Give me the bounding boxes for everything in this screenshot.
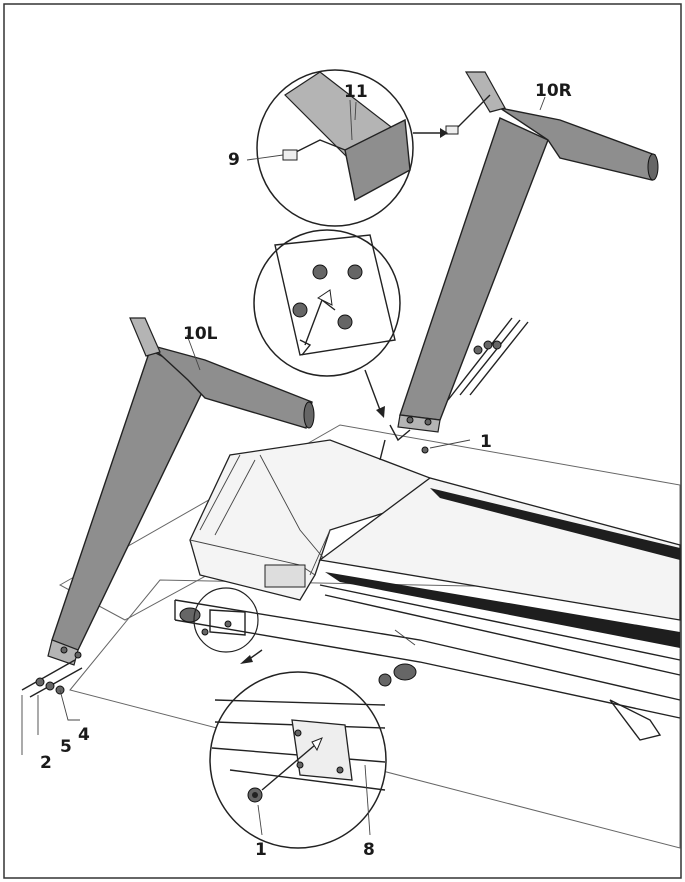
callout-10l: 10L <box>183 324 218 344</box>
detail-bracket-bolt <box>209 671 387 849</box>
callout-4: 4 <box>78 725 90 745</box>
treadmill-base <box>174 439 681 741</box>
callout-8: 8 <box>363 840 375 860</box>
callout-9: 9 <box>228 150 240 170</box>
callout-10r: 10R <box>535 81 572 101</box>
page-border <box>3 3 682 879</box>
leader-lines <box>186 96 546 449</box>
left-upright <box>21 317 315 755</box>
callout-1-top: 1 <box>480 432 492 452</box>
inset-frame-circle <box>193 587 263 664</box>
callout-1-bottom: 1 <box>255 840 267 860</box>
callout-2: 2 <box>40 753 52 773</box>
base-connector <box>379 424 429 461</box>
detail-cable-connection <box>256 69 448 227</box>
callout-11: 11 <box>344 82 368 102</box>
detail-base-holes <box>253 229 401 418</box>
right-upright <box>397 71 659 433</box>
callout-5: 5 <box>60 737 72 757</box>
